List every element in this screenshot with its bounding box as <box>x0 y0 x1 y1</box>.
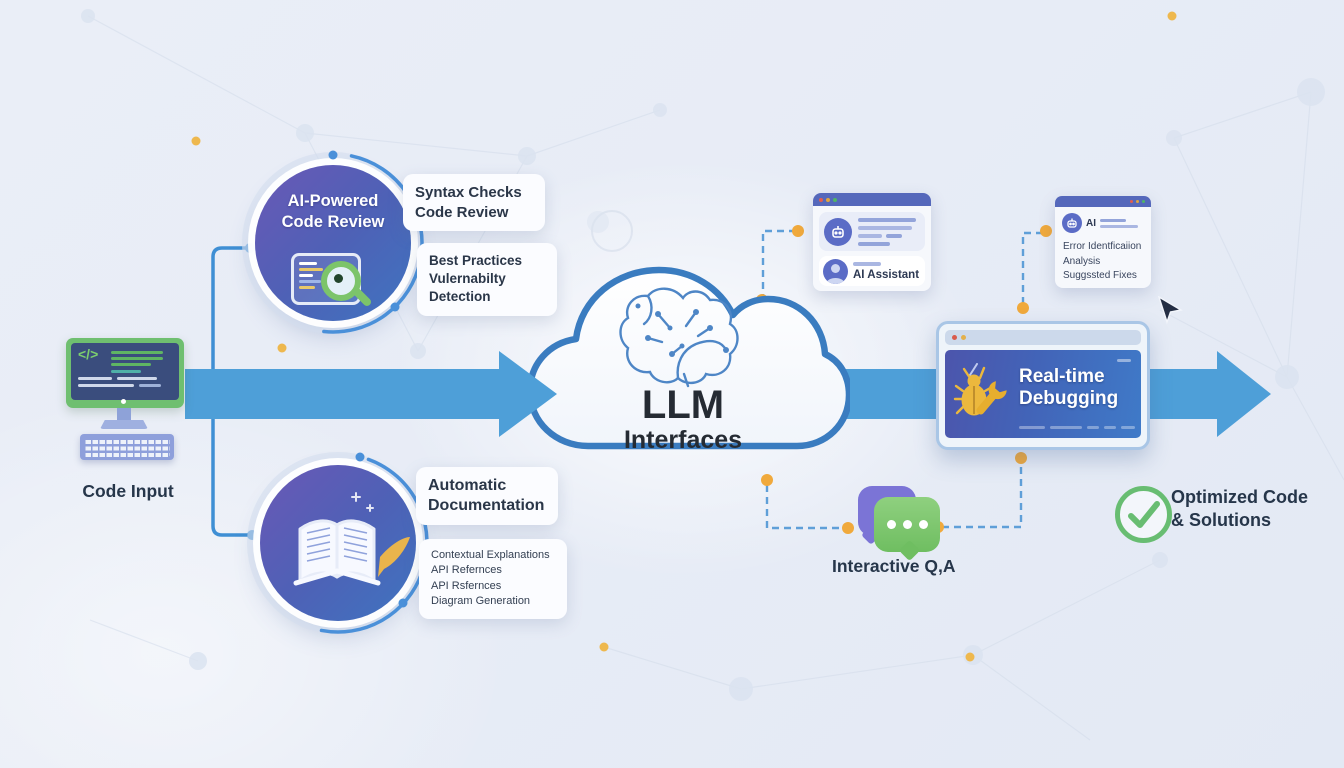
green-dot-icon <box>833 197 837 202</box>
green-dot-icon <box>1142 200 1145 203</box>
mouse-cursor-icon <box>1157 296 1183 325</box>
cloud-title: LLM <box>641 383 725 427</box>
success-check-icon <box>1115 486 1172 543</box>
quill-icon <box>378 537 410 577</box>
auto-documentation-circle <box>260 465 416 621</box>
ai-assistant-label: AI Assistant <box>853 268 920 281</box>
monitor-camera-dot <box>121 399 126 404</box>
monitor-icon: </> <box>66 338 184 408</box>
yellow-dot-icon <box>1136 200 1139 203</box>
red-dot-icon <box>819 197 823 202</box>
red-dot-icon <box>1130 200 1133 203</box>
interactive-qa-label: Interactive Q,A <box>832 556 956 576</box>
red-dot-icon <box>952 335 957 340</box>
keyboard-icon <box>80 434 174 460</box>
chat-bubble-front-icon <box>874 497 940 552</box>
magnifier-icon <box>321 261 361 301</box>
ai-code-review-title: AI-Powered Code Review <box>281 192 385 231</box>
code-brackets-glyph: </> <box>78 346 99 362</box>
yellow-dot-icon <box>961 335 966 340</box>
robot-avatar-icon <box>1062 213 1082 233</box>
cloud-subtitle: Interfaces <box>623 426 743 454</box>
main-flow-arrow-left <box>185 351 557 437</box>
ai-code-review-circle: AI-Powered Code Review <box>255 165 411 321</box>
review-circle-arc <box>242 150 424 334</box>
ai-assistant-card: AI Assistant <box>813 193 931 291</box>
ai-label: AI <box>1086 217 1096 229</box>
monitor-stand-base <box>100 420 148 429</box>
optimized-code-label: Optimized Code& Solutions <box>1171 487 1309 531</box>
bug-wrench-icon <box>953 363 1007 416</box>
yellow-dot-icon <box>826 197 830 202</box>
open-book-icon <box>293 492 410 586</box>
brain-circuit-icon <box>619 287 739 388</box>
monitor-stand-neck <box>117 408 131 421</box>
doc-circle-arc <box>247 452 429 634</box>
code-input-computer-icon: </> <box>66 338 188 468</box>
monitor-screen: </> <box>71 343 179 400</box>
robot-avatar-icon <box>824 217 852 246</box>
code-input-label: Code Input <box>82 481 174 501</box>
person-avatar-icon <box>823 258 848 284</box>
